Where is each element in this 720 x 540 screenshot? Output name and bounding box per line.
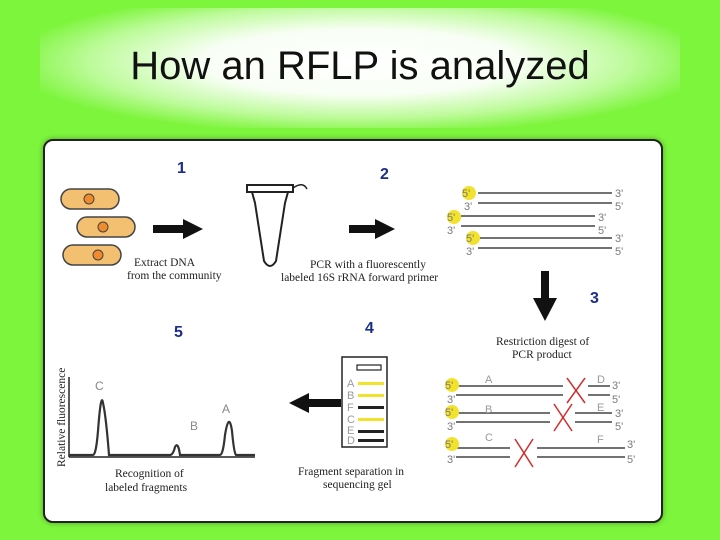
fluorescent-label-icon xyxy=(462,186,476,200)
caption-extract-2: from the community xyxy=(127,270,222,282)
rflp-diagram: 1 2 3 4 5 Extract DNA from the community… xyxy=(56,160,635,494)
gel-band xyxy=(358,394,384,397)
title-glow xyxy=(40,8,680,128)
gel-band xyxy=(358,406,384,409)
fluorescent-label-icon xyxy=(466,231,480,245)
pcr-tube-icon xyxy=(246,184,308,267)
fragment-label-e: E xyxy=(597,402,604,414)
dna-duplex: 5' 3' 3' 5' xyxy=(466,231,623,258)
arrow-down-icon xyxy=(533,298,557,321)
step-number-1: 1 xyxy=(177,160,186,177)
caption-separation-1: Fragment separation in xyxy=(298,466,404,478)
caption-digest-2: PCR product xyxy=(512,349,573,361)
svg-text:3': 3' xyxy=(464,201,472,213)
caption-separation-2: sequencing gel xyxy=(323,479,392,491)
arrow-left-icon xyxy=(289,393,309,413)
gel-band xyxy=(358,430,384,433)
gel-label-d: D xyxy=(347,435,355,447)
dna-duplex-digested: 5' 3' 3' 5' xyxy=(445,437,635,468)
svg-text:5': 5' xyxy=(445,439,453,451)
caption-digest-1: Restriction digest of xyxy=(496,336,589,348)
restriction-cut-icon xyxy=(553,403,573,432)
fragment-label-f: F xyxy=(597,434,604,446)
fragment-label-d: D xyxy=(597,374,605,386)
restriction-cut-icon xyxy=(514,438,534,468)
dna-duplex: 5' 3' 3' 5' xyxy=(462,186,623,213)
peak-label-b: B xyxy=(190,419,198,433)
gel-label-a: A xyxy=(347,378,355,390)
svg-text:5': 5' xyxy=(447,212,455,224)
digested-fragments: 5' 3' 3' 5' 5' 3' 3' 5' 5' 3' 3' xyxy=(445,374,635,468)
svg-text:5': 5' xyxy=(462,188,470,200)
gel-label-b: B xyxy=(347,390,354,402)
fluorescent-label-icon xyxy=(447,210,461,224)
peak-label-c: C xyxy=(95,379,104,393)
slide-title: How an RFLP is analyzed xyxy=(130,44,590,88)
gel-band xyxy=(358,439,384,442)
gel-label-f: F xyxy=(347,402,354,414)
arrow-right-icon xyxy=(375,219,395,239)
restriction-cut-icon xyxy=(566,377,586,404)
step-number-5: 5 xyxy=(174,324,183,341)
fluorescence-trace xyxy=(69,399,255,457)
svg-text:3': 3' xyxy=(615,233,623,245)
caption-pcr-1: PCR with a fluorescently xyxy=(310,259,426,271)
dna-duplex-digested: 5' 3' 3' 5' xyxy=(445,377,620,406)
caption-recognition-1: Recognition of xyxy=(115,468,184,480)
fragment-label-a: A xyxy=(485,374,493,386)
svg-text:5': 5' xyxy=(615,201,623,213)
bacteria-cells xyxy=(60,188,136,266)
svg-text:3': 3' xyxy=(598,212,606,224)
electropherogram: C B A Relative fluorescence xyxy=(56,368,255,467)
svg-text:5': 5' xyxy=(445,380,453,392)
fluorescent-label-icon xyxy=(445,405,459,419)
gel-band xyxy=(358,418,384,421)
svg-text:3': 3' xyxy=(627,439,635,451)
gel-band xyxy=(358,382,384,385)
sequencing-gel: A B F C E D xyxy=(341,356,388,448)
gel-label-e: E xyxy=(347,425,354,437)
step-number-3: 3 xyxy=(590,290,599,307)
svg-text:5': 5' xyxy=(445,407,453,419)
svg-text:3': 3' xyxy=(447,225,455,237)
fragment-label-b: B xyxy=(485,404,492,416)
bacterium-icon xyxy=(62,244,122,266)
svg-text:5': 5' xyxy=(615,246,623,258)
diagram-panel: 1 2 3 4 5 Extract DNA from the community… xyxy=(43,139,663,523)
svg-text:3': 3' xyxy=(612,380,620,392)
gel-label-c: C xyxy=(347,414,355,426)
caption-pcr-2: labeled 16S rRNA forward primer xyxy=(281,272,438,284)
svg-text:5': 5' xyxy=(598,225,606,237)
svg-text:3': 3' xyxy=(615,188,623,200)
dna-duplex-digested: 5' 3' 3' 5' xyxy=(445,403,623,433)
fluorescent-label-icon xyxy=(445,437,459,451)
svg-text:5': 5' xyxy=(466,233,474,245)
svg-text:3': 3' xyxy=(447,454,455,466)
peak-label-a: A xyxy=(222,402,230,416)
fragment-label-c: C xyxy=(485,432,493,444)
svg-text:3': 3' xyxy=(615,408,623,420)
pcr-products: 5' 3' 3' 5' 5' 3' 3' 5' 5' 3' 3' 5' xyxy=(447,186,623,258)
svg-text:3': 3' xyxy=(466,246,474,258)
y-axis-label: Relative fluorescence xyxy=(56,368,68,467)
arrow-right-icon xyxy=(183,219,203,239)
dna-duplex: 5' 3' 3' 5' xyxy=(447,210,606,237)
svg-text:5': 5' xyxy=(615,421,623,433)
step-number-2: 2 xyxy=(380,166,389,183)
svg-text:5': 5' xyxy=(612,394,620,406)
svg-text:3': 3' xyxy=(447,421,455,433)
svg-text:5': 5' xyxy=(627,454,635,466)
step-number-4: 4 xyxy=(365,320,374,337)
fluorescent-label-icon xyxy=(445,378,459,392)
caption-extract-1: Extract DNA xyxy=(134,257,196,269)
caption-recognition-2: labeled fragments xyxy=(105,482,188,494)
svg-text:3': 3' xyxy=(447,394,455,406)
